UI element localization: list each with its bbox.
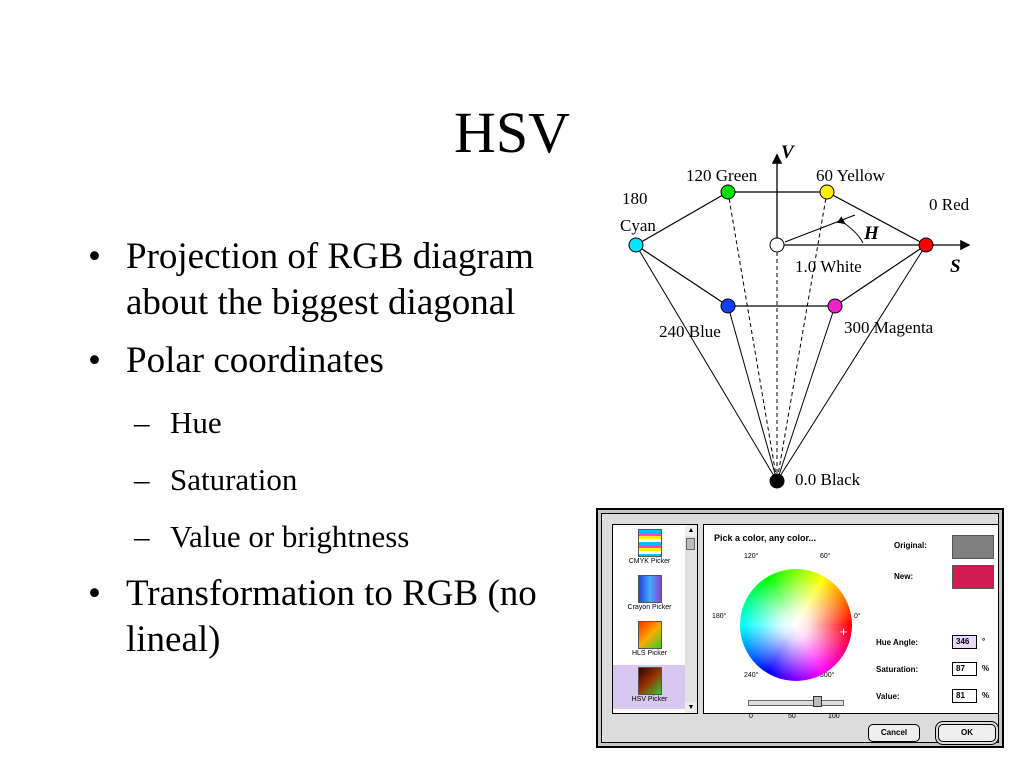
hsv-picker-icon — [637, 667, 662, 695]
picker-list-scrollbar[interactable]: ▲ ▼ — [685, 524, 698, 714]
slider-tick-50: 50 — [788, 713, 796, 720]
degree-label-60: 60° — [820, 553, 831, 560]
slider-tick-0: 0 — [749, 713, 753, 720]
hue-angle-field[interactable]: 346 — [952, 635, 977, 649]
degree-label-120: 120° — [744, 553, 759, 560]
bullet-polar: Polar coordinates — [88, 338, 588, 384]
picker-list: CMYK Picker Crayon Picker HLS Picker HSV… — [612, 524, 687, 714]
value-slider-thumb[interactable] — [813, 696, 822, 707]
picker-prompt: Pick a color, any color... — [714, 533, 817, 543]
cmyk-picker-icon — [637, 529, 662, 557]
crayon-picker-icon — [637, 575, 662, 603]
cyan-number-label: 180 — [622, 189, 648, 208]
value-unit: % — [982, 691, 990, 700]
sub-bullet-hue: –Hue — [134, 405, 222, 440]
value-label: Value: — [876, 692, 900, 701]
cyan-vertex — [628, 237, 644, 253]
degree-label-0: 0° — [854, 613, 861, 620]
cyan-name-label: Cyan — [620, 216, 656, 235]
green-vertex — [720, 184, 736, 200]
new-label: New: — [894, 572, 914, 581]
hue-unit: ° — [982, 637, 986, 646]
hsv-hexcone-diagram: V S H 0 Red 60 Yellow 120 Green 180 Cyan… — [620, 142, 971, 489]
hidden-edges — [727, 191, 828, 482]
picker-item-hls[interactable]: HLS Picker — [613, 619, 686, 663]
value-slider-scale: 0 50 100 — [748, 713, 844, 720]
magenta-label: 300 Magenta — [844, 318, 934, 337]
saturation-field[interactable]: 87 — [952, 662, 977, 676]
picker-item-label: CMYK Picker — [628, 558, 671, 565]
cancel-button[interactable]: Cancel — [868, 724, 920, 742]
scroll-thumb[interactable] — [686, 538, 695, 550]
original-label: Original: — [894, 541, 927, 550]
white-label: 1.0 White — [795, 257, 862, 276]
blue-label: 240 Blue — [659, 322, 721, 341]
slide-title: HSV — [453, 100, 571, 165]
yellow-label: 60 Yellow — [816, 166, 886, 185]
bullet-list: Projection of RGB diagram about the bigg… — [88, 234, 588, 675]
saturation-label: Saturation: — [876, 665, 919, 674]
hls-picker-icon — [637, 621, 662, 649]
hue-arc — [836, 216, 864, 244]
magenta-vertex — [827, 298, 843, 314]
yellow-vertex — [819, 184, 835, 200]
v-axis-label: V — [781, 142, 795, 163]
scroll-up-icon[interactable]: ▲ — [685, 525, 697, 536]
red-vertex — [918, 237, 934, 253]
hue-angle-label: Hue Angle: — [876, 638, 918, 647]
black-vertex — [769, 473, 785, 489]
original-swatch — [952, 535, 994, 559]
sub-bullet-value: –Value or brightness — [134, 519, 410, 554]
cone-edges — [635, 244, 927, 482]
white-vertex — [769, 237, 785, 253]
picker-item-label: HLS Picker — [631, 650, 667, 657]
picker-item-hsv[interactable]: HSV Picker — [613, 665, 686, 709]
new-swatch — [952, 565, 994, 589]
sub-bullet-list: –Hue –Saturation –Value or brightness — [88, 394, 588, 565]
saturation-unit: % — [982, 664, 990, 673]
degree-label-300: 300° — [820, 672, 835, 679]
h-axis-label: H — [863, 223, 880, 244]
picker-item-crayon[interactable]: Crayon Picker — [613, 573, 686, 617]
saturation-gradient — [740, 569, 852, 681]
red-label: 0 Red — [929, 195, 970, 214]
color-picker-window: CMYK Picker Crayon Picker HLS Picker HSV… — [596, 508, 1004, 748]
s-axis-label: S — [950, 256, 961, 277]
bullet-transformation: Transformation to RGB (no lineal) — [88, 571, 588, 663]
bullet-projection: Projection of RGB diagram about the bigg… — [88, 234, 588, 326]
value-field[interactable]: 81 — [952, 689, 977, 703]
scroll-down-icon[interactable]: ▼ — [685, 702, 697, 713]
value-slider[interactable] — [748, 700, 844, 706]
green-label: 120 Green — [686, 166, 758, 185]
hsv-picker-panel: Pick a color, any color... 120° 60° 180°… — [703, 524, 999, 720]
crosshair-icon[interactable]: + — [839, 624, 848, 639]
color-picker-body: CMYK Picker Crayon Picker HLS Picker HSV… — [601, 513, 999, 743]
hue-ray — [784, 214, 856, 243]
slider-tick-100: 100 — [828, 713, 840, 720]
degree-label-180: 180° — [712, 613, 727, 620]
blue-vertex — [720, 298, 736, 314]
sub-bullet-saturation: –Saturation — [134, 462, 298, 497]
picker-item-label: HSV Picker — [631, 696, 668, 703]
black-label: 0.0 Black — [795, 470, 861, 489]
picker-item-cmyk[interactable]: CMYK Picker — [613, 527, 686, 571]
ok-button[interactable]: OK — [938, 724, 996, 742]
degree-label-240: 240° — [744, 672, 759, 679]
hexagon-outline — [635, 191, 927, 307]
picker-item-label: Crayon Picker — [627, 604, 672, 611]
hue-color-wheel[interactable]: + — [740, 569, 852, 681]
